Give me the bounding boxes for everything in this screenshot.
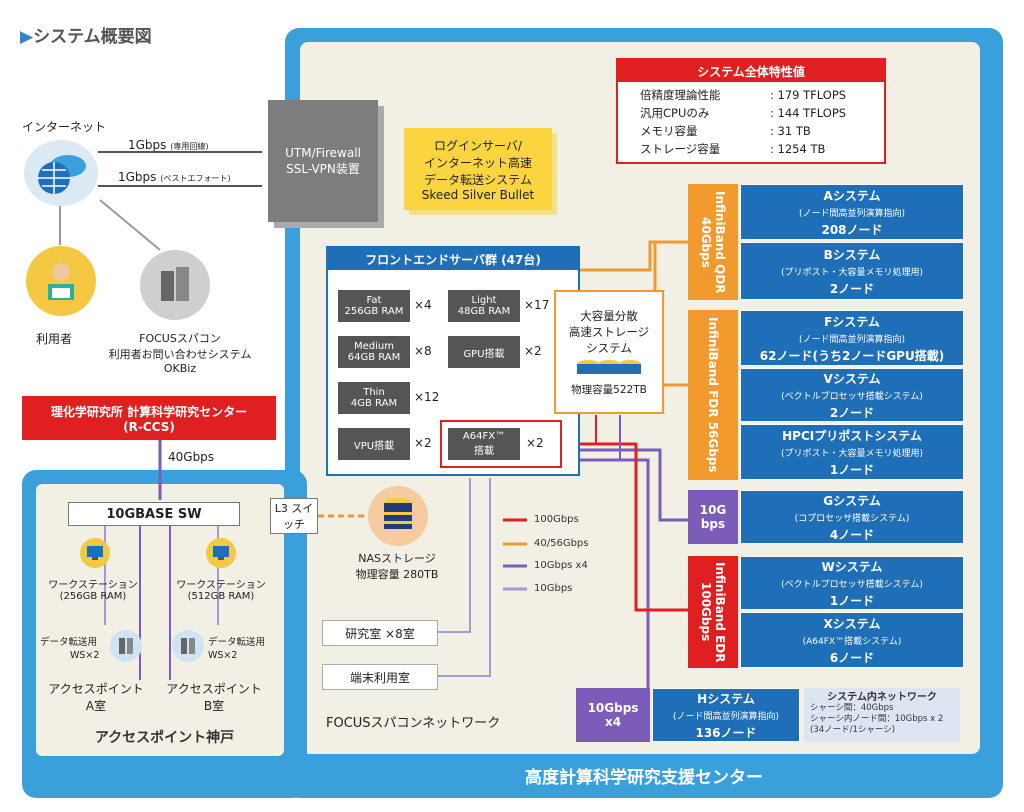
nas-label: NASストレージ物理容量 280TB bbox=[355, 552, 439, 581]
specs-title: システム全体特性値 bbox=[618, 60, 884, 82]
kobe-inner-panel bbox=[36, 484, 284, 756]
legend-10gbps: 10Gbps bbox=[534, 583, 573, 594]
lab-room: 研究室 ×8室 bbox=[322, 620, 438, 646]
legend-40-56gbps: 40/56Gbps bbox=[534, 538, 589, 549]
thin-count: ×12 bbox=[414, 390, 440, 404]
l3-switch: L3 スイッチ bbox=[270, 498, 318, 534]
riken-box: 理化学研究所 計算科学研究センター(R-CCS) bbox=[22, 396, 276, 440]
band-h10: 10Gbps x4 bbox=[576, 688, 650, 742]
legend-10gbps-x4: 10Gbps x4 bbox=[534, 560, 588, 571]
internet-label: インターネット bbox=[22, 120, 107, 134]
system-a: Aシステム(ノード間高並列演算指向)208ノード bbox=[740, 184, 964, 240]
specs-row: 倍精度理論性能: 179 TFLOPS bbox=[640, 88, 847, 102]
nas-storage-icon bbox=[368, 486, 428, 546]
legend-100gbps: 100Gbps bbox=[534, 514, 579, 525]
terminal-room: 端末利用室 bbox=[322, 664, 438, 690]
band-fdr: InfiniBand FDR 56Gbps bbox=[688, 310, 738, 480]
user-label: 利用者 bbox=[36, 332, 73, 346]
specs-row: ストレージ容量: 1254 TB bbox=[640, 142, 826, 156]
gpu-count: ×2 bbox=[524, 344, 542, 358]
medium-count: ×8 bbox=[414, 344, 432, 358]
light-count: ×17 bbox=[524, 298, 550, 312]
link-1gbps-besteffort: 1Gbps (ベストエフォート) bbox=[118, 170, 231, 184]
workstation-icon bbox=[80, 538, 110, 568]
a64fx-count: ×2 bbox=[526, 436, 544, 450]
frontend-title: フロントエンドサーバ群 (47台) bbox=[328, 248, 578, 270]
system-specs-box: システム全体特性値 倍精度理論性能: 179 TFLOPS 汎用CPUのみ: 1… bbox=[616, 58, 886, 164]
workstation-b-label: ワークステーション(512GB RAM) bbox=[176, 580, 266, 602]
system-g: Gシステム(コプロセッサ搭載システム)4ノード bbox=[740, 490, 964, 544]
network-label: FOCUSスパコンネットワーク bbox=[326, 716, 501, 731]
vpu-count: ×2 bbox=[414, 436, 432, 450]
band-10g: 10G bps bbox=[688, 490, 738, 544]
kobe-access-point-name: アクセスポイント神戸 bbox=[94, 730, 235, 746]
system-b: Bシステム(プリポスト・大容量メモリ処理用)2ノード bbox=[740, 242, 964, 300]
link-1gbps-dedicated: 1Gbps (専用回線) bbox=[128, 138, 209, 152]
a64fx-frame bbox=[440, 420, 562, 468]
band-edr: InfiniBand EDR 100Gbps bbox=[688, 556, 738, 668]
system-hpci: HPCIプリポストシステム(プリポスト・大容量メモリ処理用)1ノード bbox=[740, 424, 964, 480]
user-icon bbox=[26, 246, 96, 316]
server-icon bbox=[110, 630, 142, 662]
storage-box: 大容量分散高速ストレージシステム 物理容量522TB bbox=[554, 290, 664, 414]
vpu-server: VPU搭載 bbox=[338, 428, 410, 460]
globe-icon bbox=[24, 140, 98, 206]
page-title: ▶システム概要図 bbox=[20, 27, 152, 47]
database-icon bbox=[577, 359, 641, 374]
workstation-a-label: ワークステーション(256GB RAM) bbox=[48, 580, 138, 602]
server-icon bbox=[140, 250, 210, 320]
system-f: Fシステム(ノード間高並列演算指向)62ノード(うち2ノードGPU搭載) bbox=[740, 310, 964, 366]
server-icon bbox=[172, 630, 204, 662]
center-name: 高度計算科学研究支援センター bbox=[525, 767, 763, 788]
specs-row: 汎用CPUのみ: 144 TFLOPS bbox=[640, 106, 847, 120]
workstation-icon bbox=[206, 538, 236, 568]
system-h: Hシステム(ノード間高並列演算指向)136ノード bbox=[652, 688, 800, 742]
system-w: Wシステム(ベクトルプロセッサ搭載システム)1ノード bbox=[740, 556, 964, 610]
switch-10gbase: 10GBASE SW bbox=[68, 502, 240, 526]
band-qdr: InfiniBand QDR 40Gbps bbox=[688, 184, 738, 300]
fat-count: ×4 bbox=[414, 298, 432, 312]
triangle-icon: ▶ bbox=[20, 27, 34, 47]
system-x: Xシステム(A64FX™搭載システム)6ノード bbox=[740, 612, 964, 668]
specs-row: メモリ容量: 31 TB bbox=[640, 124, 811, 138]
riken-link-label: 40Gbps bbox=[168, 450, 215, 464]
gpu-server: GPU搭載 bbox=[448, 336, 520, 368]
system-v: Vシステム(ベクトルプロセッサ搭載システム)2ノード bbox=[740, 368, 964, 422]
